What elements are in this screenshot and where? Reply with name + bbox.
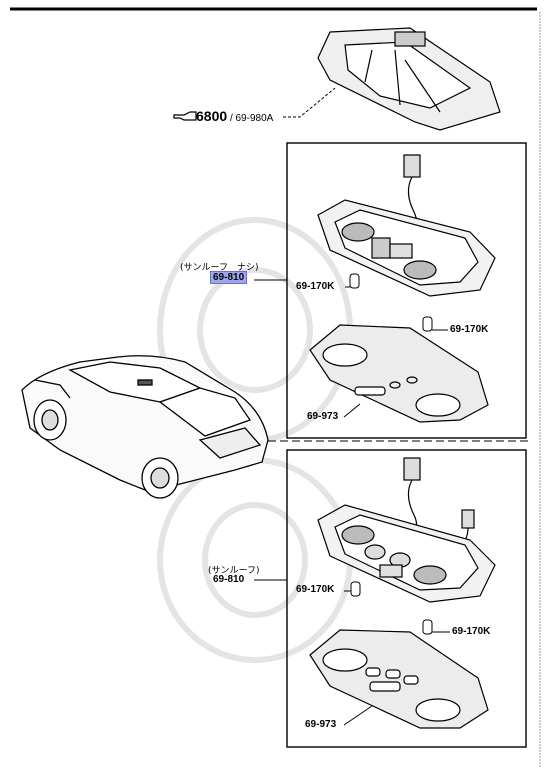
lower-bulb-right-label[interactable]: 69-170K [452, 626, 491, 637]
lower-bulb-left-label[interactable]: 69-170K [296, 584, 335, 595]
leader-lines [254, 279, 373, 726]
lower-bulb-left-icon [344, 581, 361, 597]
lower-part-number[interactable]: 69-810 [213, 574, 245, 585]
upper-lens-label[interactable]: 69-973 [307, 411, 339, 422]
upper-group-note: (サンルーフ ナシ) [180, 263, 259, 273]
lower-lens [309, 629, 489, 729]
overhead-frame [317, 27, 501, 131]
upper-bulb-right-label[interactable]: 69-170K [450, 324, 489, 335]
upper-part-number[interactable]: 69-810 [210, 271, 248, 284]
upper-bulb-right-icon [422, 316, 448, 332]
lower-lens-label[interactable]: 69-973 [305, 719, 337, 730]
upper-bulb-left-icon [345, 273, 360, 289]
upper-bulb-left-label[interactable]: 69-170K [296, 281, 335, 292]
lower-group-note: (サンルーフ) [208, 566, 260, 576]
lower-group-box [286, 449, 527, 748]
ref-label: 6800 / 69-980A [196, 108, 273, 124]
ref-leader [283, 87, 336, 118]
upper-group-box [286, 142, 527, 439]
lower-map-lamp-housing [317, 457, 496, 603]
ref-sub-number: / 69-980A [229, 113, 274, 124]
car-illustration [21, 355, 269, 499]
upper-lens [309, 324, 489, 423]
pointing-hand-icon [173, 111, 197, 121]
ref-main-number[interactable]: 6800 [196, 108, 228, 124]
lower-bulb-right-icon [422, 619, 450, 635]
upper-map-lamp-housing [317, 154, 496, 297]
